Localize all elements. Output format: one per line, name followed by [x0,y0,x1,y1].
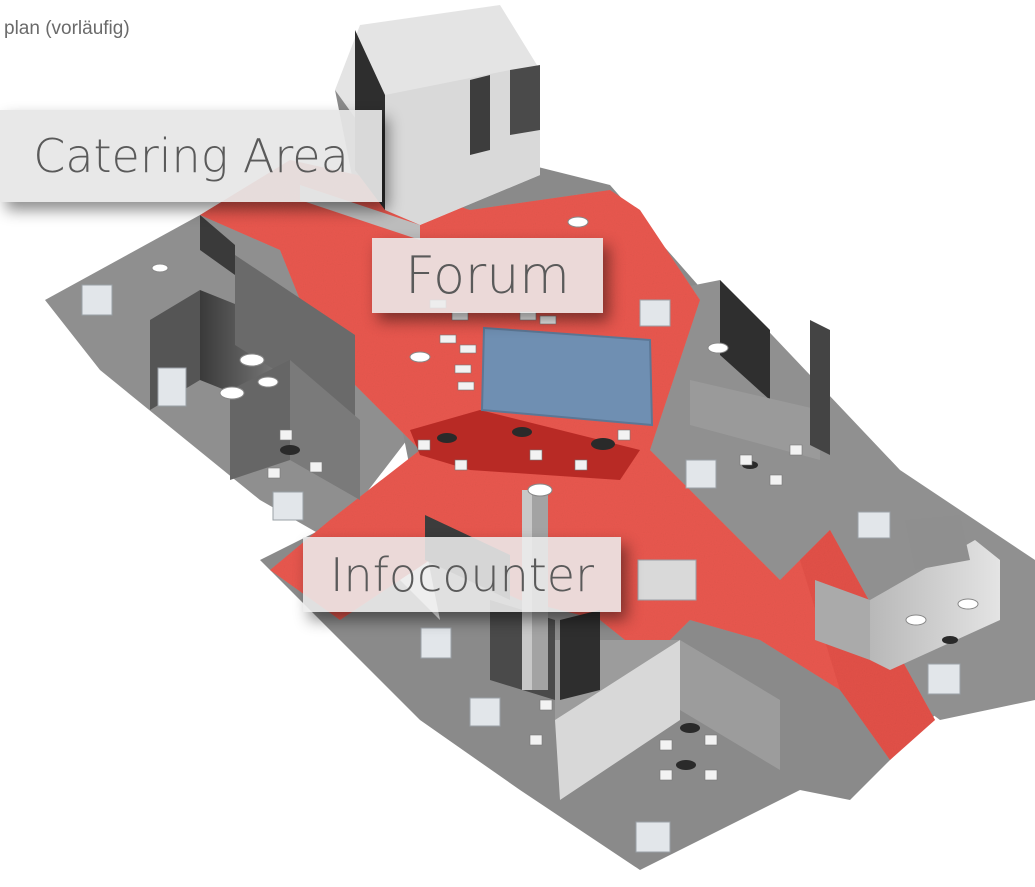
projection-screen [480,326,654,427]
forum-label: Forum [372,238,603,313]
booth-counters [81,284,961,853]
catering-area-label: Catering Area [0,110,382,202]
page-caption: plan (vorläufig) [4,18,130,39]
walls-left [150,215,360,500]
walls-right [690,280,1000,670]
infocounter-label: Infocounter [303,537,621,612]
walls-bottom [425,490,780,800]
